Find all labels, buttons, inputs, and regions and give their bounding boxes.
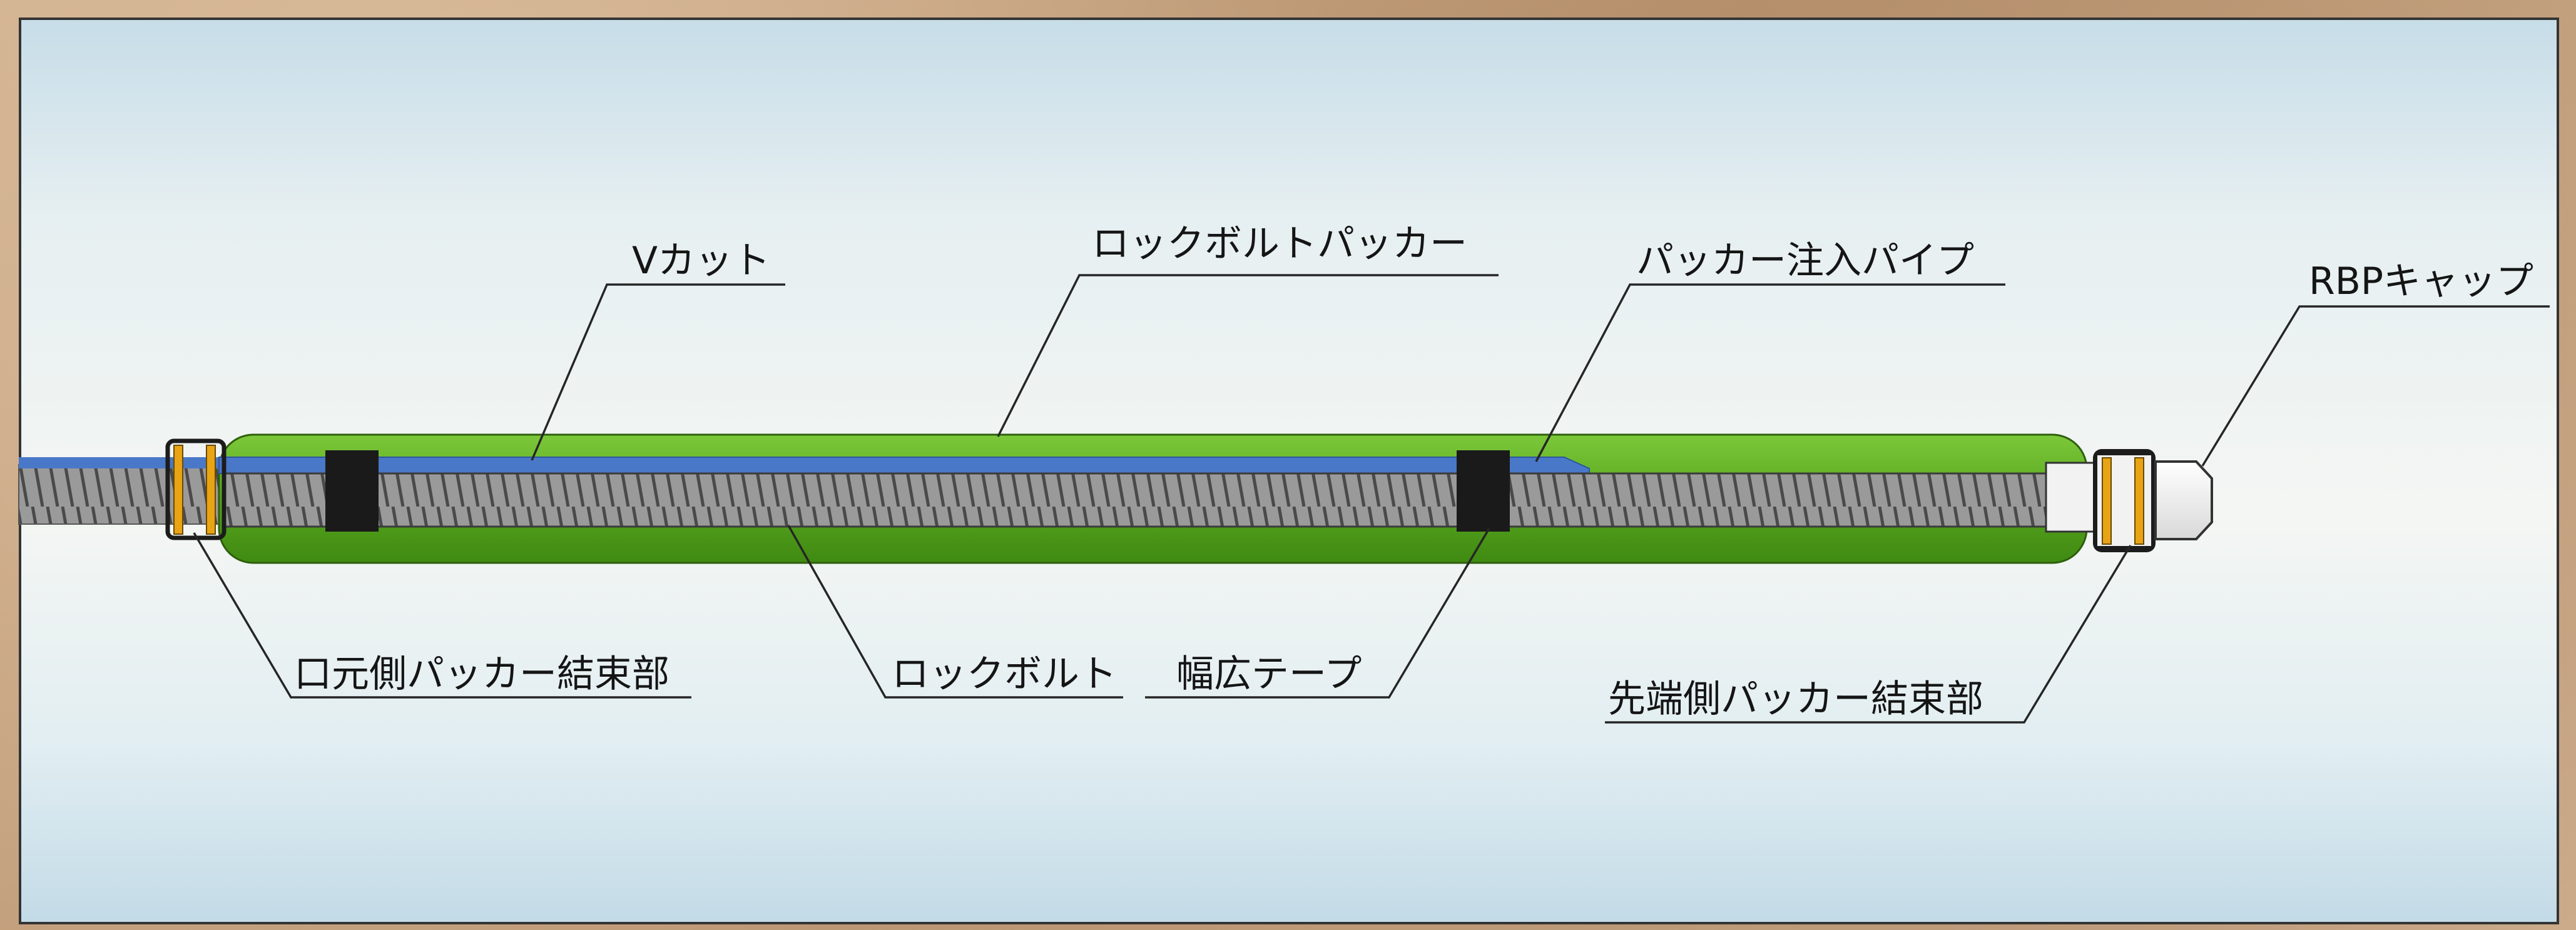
leader-rbp-cap <box>2201 305 2550 467</box>
leader-rock-bolt-packer <box>997 274 1499 437</box>
label-v-cut: Vカット <box>632 239 770 283</box>
label-rock-bolt: ロックボルト <box>892 652 1117 696</box>
rbp-cap <box>2154 460 2213 540</box>
mouth-side-packer-binding <box>165 438 227 540</box>
label-wide-tape: 幅広テープ <box>1176 652 1362 696</box>
leader-rock-bolt <box>787 525 1123 699</box>
leader-packer-injection-pipe <box>1535 283 2005 462</box>
wide-tape-right <box>1457 450 1510 532</box>
rock-bolt <box>225 473 2090 527</box>
label-packer-injection-pipe: パッカー注入パイプ <box>1636 239 1974 283</box>
label-tip-side-packer-binding: 先端側パッカー結束部 <box>1608 677 1983 721</box>
label-rock-bolt-packer: ロックボルトパッカー <box>1092 222 1467 266</box>
leader-wide-tape <box>1145 528 1490 699</box>
leader-v-cut <box>531 283 785 461</box>
leader-tip-side-binding <box>1605 545 2132 724</box>
packer-injection-pipe <box>218 457 1590 474</box>
label-rbp-cap: RBPキャップ <box>2309 260 2533 303</box>
leader-mouth-side-binding <box>193 532 691 699</box>
wide-tape-left <box>325 450 379 532</box>
rock-bolt-left-end <box>18 464 232 525</box>
tip-side-packer-binding <box>2093 449 2156 552</box>
label-mouth-side-packer-binding: 口元側パッカー結束部 <box>294 652 669 696</box>
injection-pipe-exposed <box>19 457 225 468</box>
